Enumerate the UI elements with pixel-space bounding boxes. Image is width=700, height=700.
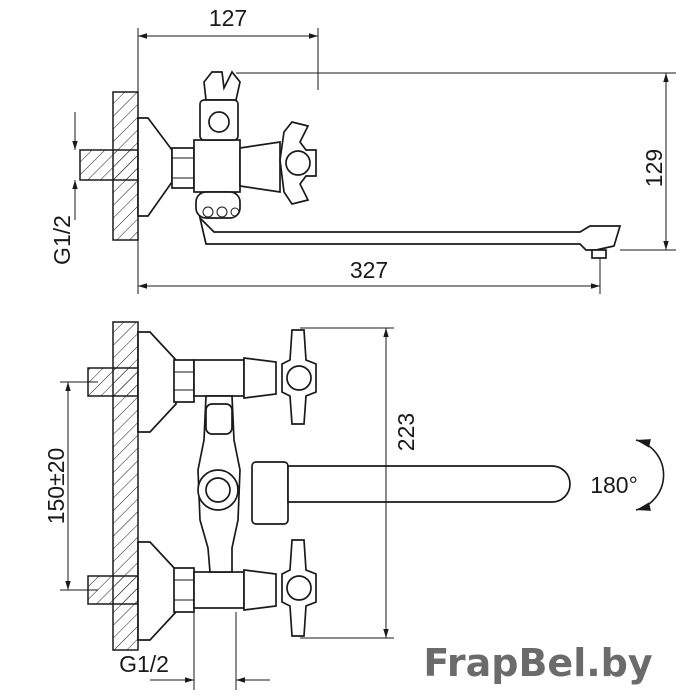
valve-body-lower (193, 571, 245, 609)
escutcheon-lower (137, 541, 177, 641)
dim-total-length: 327 (350, 257, 388, 283)
dim-height: 129 (641, 149, 667, 187)
valve-head (239, 141, 281, 193)
mixer-body (193, 139, 241, 193)
aerator (591, 249, 607, 259)
spout (198, 215, 622, 251)
rotation-arrow (635, 439, 665, 511)
escutcheon-upper (137, 331, 177, 433)
side-view: 127 129 327 G1/2 (49, 5, 676, 294)
shower-holder-front (205, 403, 233, 435)
valve-body-upper (193, 359, 245, 397)
spout-front (287, 465, 571, 503)
thread-bottom-label: G1/2 (119, 651, 169, 677)
eccentric-nut (171, 147, 195, 189)
dim-top-width: 127 (209, 5, 247, 31)
nut-lower (173, 567, 195, 613)
diverter (195, 191, 241, 219)
dim-center-distance: 150±20 (43, 448, 69, 525)
escutcheon (137, 117, 173, 217)
rotation-label: 180° (590, 472, 638, 498)
spout-swivel (251, 461, 289, 525)
dim-body-height: 223 (393, 413, 419, 451)
inlet-pipe (79, 149, 139, 181)
nut-upper (173, 359, 195, 403)
thread-top-label: G1/2 (49, 215, 75, 265)
watermark: FrapBel.by (423, 641, 653, 685)
shower-holder (203, 70, 241, 101)
front-view: 223 150±20 180° G1/2 (43, 321, 665, 690)
